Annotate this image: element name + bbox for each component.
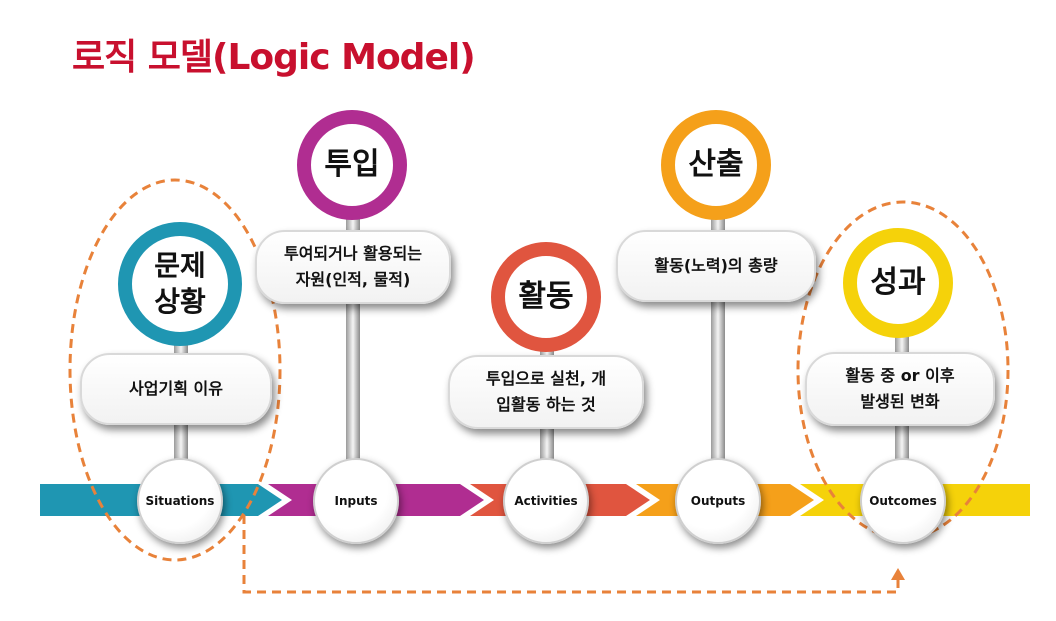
ring-situations: [118, 222, 242, 346]
desc-outcomes: 활동 중 or 이후 발생된 변화: [805, 352, 995, 426]
ring-outputs: [661, 110, 771, 220]
page-title: 로직 모델(Logic Model): [72, 37, 476, 78]
dashed-ellipse-situations: [68, 178, 282, 562]
node-inputs: Inputs: [313, 458, 399, 544]
feedback-arrowhead: [891, 568, 905, 580]
node-situations: Situations: [137, 458, 223, 544]
node-outputs: Outputs: [675, 458, 761, 544]
ring-inputs: [297, 110, 407, 220]
node-activities: Activities: [503, 458, 589, 544]
feedback-connector: [242, 515, 900, 594]
circle-label-activities: 활동: [518, 279, 574, 314]
desc-situations: 사업기획 이유: [80, 353, 272, 425]
circle-label-outputs: 산출: [688, 147, 744, 182]
node-outcomes: Outcomes: [860, 458, 946, 544]
circle-label-situations: 문제 상황: [154, 249, 206, 318]
ring-activities: [491, 242, 601, 352]
circle-label-outcomes: 성과: [870, 265, 926, 300]
ring-outcomes: [843, 228, 953, 338]
desc-outputs: 활동(노력)의 총량: [616, 230, 816, 302]
circle-label-inputs: 투입: [324, 147, 380, 182]
desc-activities: 투입으로 실천, 개 입활동 하는 것: [448, 355, 644, 429]
desc-inputs: 투여되거나 활용되는 자원(인적, 물적): [255, 230, 451, 304]
